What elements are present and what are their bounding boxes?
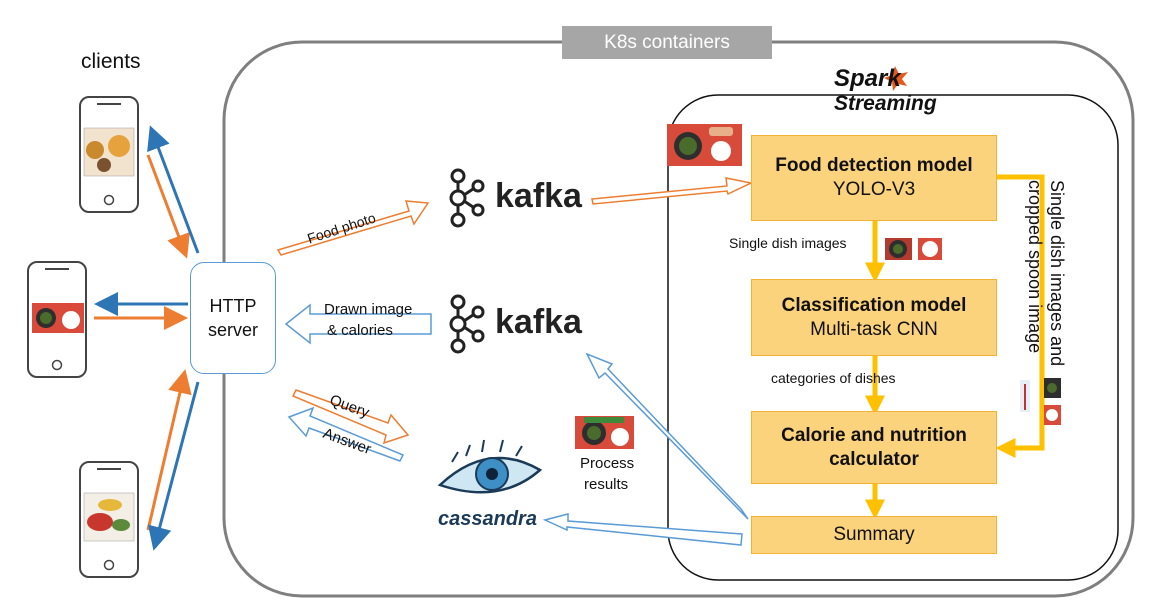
phone-bottom: [79, 461, 139, 578]
summary-title: Summary: [833, 524, 915, 545]
arrow-detection-to-calculator: [995, 174, 1045, 458]
arrow-top-to-server: [146, 154, 190, 259]
spark-star-icon: [884, 66, 908, 91]
http-server-line2: server: [207, 320, 258, 340]
food-image-single-dishes: [885, 238, 942, 260]
side-label: Single dish images and cropped spoon ima…: [1024, 180, 1068, 366]
spark-container: [667, 94, 1119, 581]
kafka-wordmark-bottom: kafka: [495, 303, 582, 341]
food-image-side: [1020, 378, 1061, 425]
arrow-server-to-bottom: [147, 381, 200, 551]
k8s-containers-label: K8s containers: [562, 26, 772, 59]
drawn-image-label-line2: & calories: [327, 322, 393, 339]
kafka-logo-top: [449, 168, 485, 228]
cassandra-wordmark: cassandra: [438, 508, 537, 530]
http-server: HTTP server: [190, 262, 276, 374]
spark-wordmark: Spark: [834, 65, 901, 92]
arrow-food-photo: [276, 200, 430, 256]
calculator-box: Calorie and nutrition calculator: [751, 411, 997, 484]
calculator-title: Calorie and nutrition calculator: [781, 424, 967, 470]
kafka-wordmark-top: kafka: [495, 177, 582, 215]
process-results-line1: Process: [580, 455, 635, 472]
summary-box: Summary: [751, 516, 997, 554]
categories-of-dishes-label: categories of dishes: [771, 370, 896, 386]
arrow-kafka-to-detection: [591, 177, 754, 205]
side-label-line2: cropped spoon image: [1025, 180, 1045, 354]
food-detection-title: Food detection model: [775, 155, 973, 176]
classification-title: Classification model: [781, 294, 967, 316]
classification-box: Classification model Multi-task CNN: [751, 279, 997, 356]
arrow-bottom-to-server: [146, 369, 192, 531]
arrow-query: [291, 389, 410, 445]
arrow-drawn-image: [284, 303, 432, 345]
http-server-line1: HTTP: [209, 296, 257, 316]
arrow-summary-to-kafka: [585, 352, 749, 520]
arrow-server-to-top: [147, 125, 200, 254]
arrow-summary-to-cassandra: [542, 513, 743, 546]
streaming-wordmark: Streaming: [834, 92, 937, 115]
food-image-detection-input: [667, 124, 742, 166]
single-dish-images-label: Single dish images: [729, 235, 847, 251]
arrow-answer: [287, 406, 405, 462]
food-image-process-results: [575, 416, 634, 449]
food-detection-subtitle: YOLO-V3: [832, 179, 916, 200]
side-label-line1: Single dish images and: [1047, 180, 1067, 367]
drawn-image-label-line1: Drawn image: [324, 301, 413, 318]
phone-top: [79, 96, 139, 213]
process-results-line2: results: [584, 476, 629, 493]
phone-middle: [27, 261, 87, 378]
food-detection-box: Food detection model YOLO-V3: [751, 135, 997, 221]
cassandra-eye-icon: [437, 439, 543, 494]
classification-subtitle: Multi-task CNN: [810, 318, 938, 340]
clients-label: clients: [81, 50, 141, 73]
kafka-logo-bottom: [449, 294, 485, 354]
